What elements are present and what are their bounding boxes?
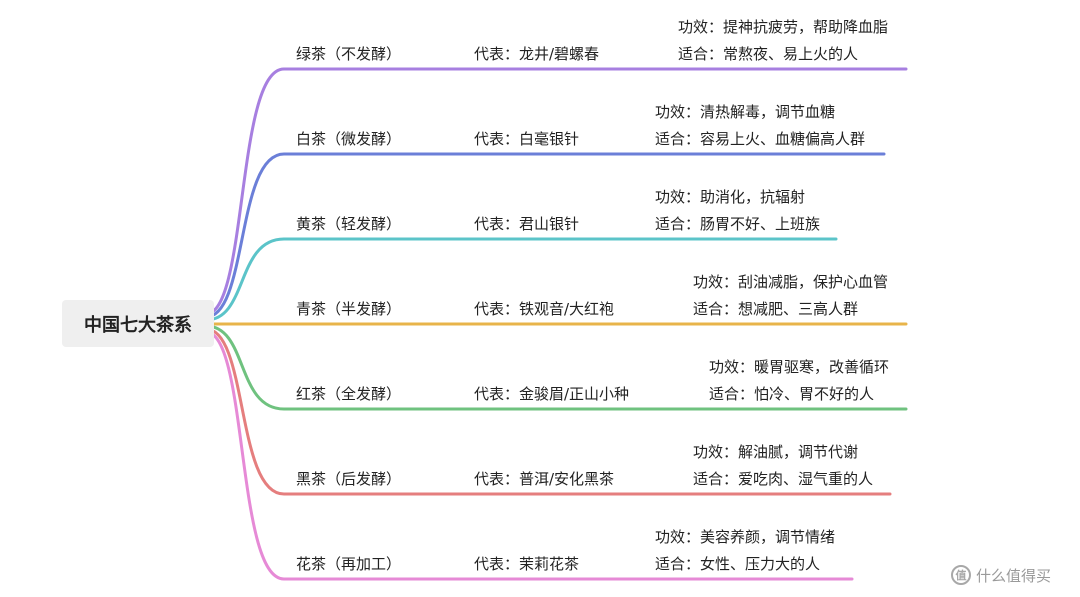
branch-line-white: [204, 152, 886, 319]
suitable-node-oolong[interactable]: 适合：想减肥、三高人群: [693, 300, 859, 318]
root-node[interactable]: 中国七大茶系: [62, 300, 214, 347]
effect-node-flower[interactable]: 功效：美容养颜，调节情绪: [655, 528, 836, 546]
suitable-node-green[interactable]: 适合：常熬夜、易上火的人: [678, 45, 859, 63]
branch-node-black[interactable]: 红茶（全发酵）: [296, 385, 402, 403]
branch-node-oolong[interactable]: 青茶（半发酵）: [296, 300, 402, 318]
branch-node-white[interactable]: 白茶（微发酵）: [296, 130, 402, 148]
watermark-logo-icon: 值: [951, 565, 971, 585]
effect-node-white[interactable]: 功效：清热解毒，调节血糖: [655, 103, 836, 121]
branch-node-green[interactable]: 绿茶（不发酵）: [296, 45, 402, 63]
suitable-node-yellow[interactable]: 适合：肠胃不好、上班族: [655, 215, 821, 233]
representative-node-green[interactable]: 代表：龙井/碧螺春: [474, 45, 600, 63]
branch-line-green: [204, 67, 908, 316]
representative-node-white[interactable]: 代表：白毫银针: [474, 130, 580, 148]
branch-line-yellow: [204, 237, 838, 322]
suitable-node-black[interactable]: 适合：怕冷、胃不好的人: [709, 385, 875, 403]
effect-node-black[interactable]: 功效：暖胃驱寒，改善循环: [709, 358, 890, 376]
representative-node-yellow[interactable]: 代表：君山银针: [474, 215, 580, 233]
effect-node-oolong[interactable]: 功效：刮油减脂，保护心血管: [693, 273, 889, 291]
suitable-node-flower[interactable]: 适合：女性、压力大的人: [655, 555, 821, 573]
branch-line-flower: [204, 330, 854, 581]
effect-node-green[interactable]: 功效：提神抗疲劳，帮助降血脂: [678, 18, 889, 36]
representative-node-dark[interactable]: 代表：普洱/安化黑茶: [474, 470, 615, 488]
suitable-node-white[interactable]: 适合：容易上火、血糖偏高人群: [655, 130, 866, 148]
watermark: 值 什么值得买: [951, 563, 1051, 587]
watermark-text: 什么值得买: [976, 566, 1052, 585]
effect-node-yellow[interactable]: 功效：助消化，抗辐射: [655, 188, 806, 206]
branch-node-flower[interactable]: 花茶（再加工）: [296, 555, 402, 573]
branch-line-dark: [204, 327, 892, 496]
representative-node-oolong[interactable]: 代表：铁观音/大红袍: [474, 300, 615, 318]
branch-node-dark[interactable]: 黑茶（后发酵）: [296, 470, 402, 488]
representative-node-flower[interactable]: 代表：茉莉花茶: [474, 555, 580, 573]
branch-line-black: [204, 324, 908, 411]
suitable-node-dark[interactable]: 适合：爱吃肉、湿气重的人: [693, 470, 874, 488]
representative-node-black[interactable]: 代表：金骏眉/正山小种: [474, 385, 630, 403]
branch-node-yellow[interactable]: 黄茶（轻发酵）: [296, 215, 402, 233]
effect-node-dark[interactable]: 功效：解油腻，调节代谢: [693, 443, 859, 461]
